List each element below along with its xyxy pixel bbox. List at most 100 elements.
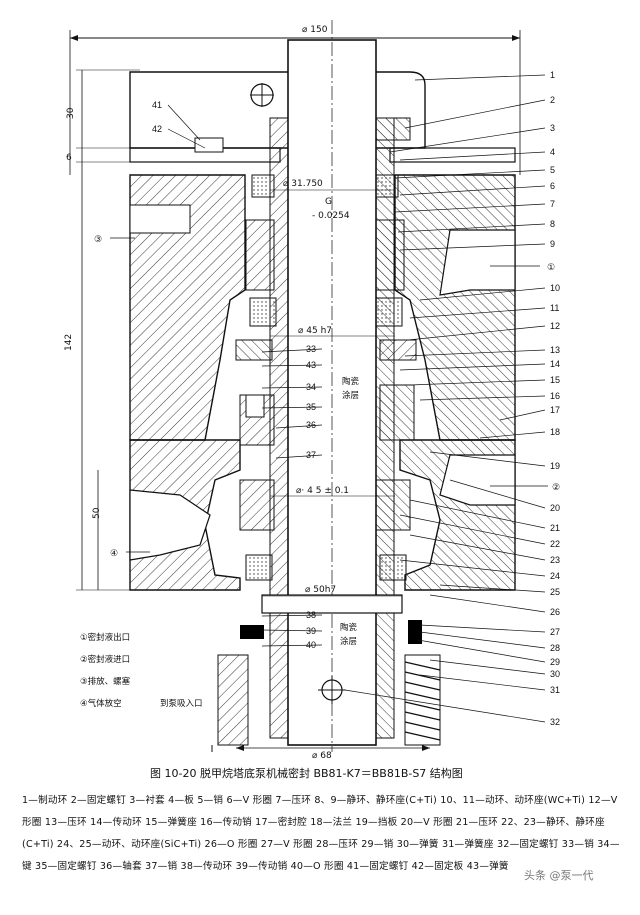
callout-leader-line (275, 424, 323, 429)
callout-leader-line (429, 659, 546, 675)
seal-housing (129, 71, 516, 591)
dim-tol-g: G (325, 197, 332, 207)
callout-leader-line (404, 99, 546, 129)
callout-number: 23 (550, 555, 560, 565)
callout-leader-line (261, 644, 323, 647)
coating-label: 涂层 (342, 390, 359, 401)
top-dimension: ⌀ 150 (69, 25, 521, 175)
callout-number: 30 (550, 669, 560, 679)
callout-leader-line (429, 451, 546, 467)
dim-45-tol: ⌀· 4 5 ± 0.1 (296, 486, 349, 496)
dim-30: 30 (66, 107, 76, 119)
callout-leader-line (419, 624, 546, 633)
callout-leader-line (399, 185, 546, 196)
dim-shaft-31750: ⌀ 31.750 (283, 179, 323, 189)
figure-caption-title: 图 10-20 脱甲烷塔底泵机械密封 BB81-K7＝BB81B-S7 结构图 (150, 767, 463, 780)
callout-leader-line (394, 203, 546, 213)
callout-number: 6 (550, 181, 555, 191)
callout-number: 16 (550, 391, 560, 401)
callout-number: 21 (550, 523, 560, 533)
callout-number: 38 (306, 610, 316, 620)
callout-leader-line (409, 379, 546, 386)
callout-number: 41 (152, 100, 162, 110)
callout-number: 14 (550, 359, 560, 369)
callout-number: 15 (550, 375, 560, 385)
callout-leader-line (261, 629, 323, 632)
callout-number: 34 (306, 382, 316, 392)
port-mark-4: ④ (110, 548, 118, 558)
callout-leader-line (479, 431, 546, 439)
callout-leader-line (394, 169, 546, 179)
port-mark-2: ② (552, 482, 560, 492)
callout-leader-line (419, 631, 546, 649)
dim-50h7: ⌀ 50h7 (305, 585, 336, 595)
callout-number: 27 (550, 627, 560, 637)
legend-item: ③排放、螺塞 (80, 676, 131, 687)
callout-number: 37 (306, 450, 316, 460)
callout-number: 12 (550, 321, 560, 331)
callout-number: 11 (550, 303, 559, 313)
dim-6: 6 (66, 153, 72, 163)
right-callouts: 1234567891011121314151617181920212223242… (550, 70, 560, 727)
dim-tol-minus: - 0.0254 (312, 211, 350, 221)
callout-number: 20 (550, 503, 560, 513)
callout-leader-line (409, 307, 546, 319)
callout-leader-line (409, 534, 546, 561)
callout-leader-line (429, 594, 546, 613)
callout-number: 42 (152, 124, 162, 134)
coating-label: 涂层 (340, 636, 357, 647)
callout-leader-line (399, 363, 546, 371)
callout-number: 26 (550, 607, 560, 617)
shaft-dimensions: ⌀ 31.750 G - 0.0254 ⌀ 45 h7 ⌀· 4 5 ± 0.1… (236, 179, 430, 760)
callout-leader-line (409, 499, 546, 529)
callout-leader-line (399, 514, 546, 545)
callout-leader-line (397, 223, 546, 233)
legend-item: ②密封液进口 (80, 654, 130, 665)
left-dimensions: 30 6 142 50 (64, 69, 180, 591)
callout-number: 31 (550, 685, 560, 695)
callout-number: 3 (550, 123, 555, 133)
callout-number: 5 (550, 165, 555, 175)
callout-leader-line (261, 386, 323, 389)
callout-number: 22 (550, 539, 560, 549)
coating-label: 陶瓷 (342, 376, 360, 387)
callout-number: 7 (550, 199, 555, 209)
callout-number: 10 (550, 283, 560, 293)
callout-number: 1 (550, 70, 555, 80)
port-marks: ① ② ③ ④ (94, 234, 560, 558)
callout-leader-line (419, 395, 546, 401)
callout-leader-line (344, 689, 546, 723)
dim-45h7: ⌀ 45 h7 (298, 326, 332, 336)
callout-leader-line (419, 674, 546, 691)
callout-number: 4 (550, 147, 555, 157)
callout-number: 35 (306, 402, 316, 412)
callout-leader-line (449, 479, 546, 509)
callout-number: 39 (306, 626, 316, 636)
callout-leader-line (261, 364, 323, 367)
port-legend: ①密封液出口 ②密封液进口 ③排放、螺塞 ④气体放空 到泵吸入口 (80, 632, 203, 709)
callout-number: 19 (550, 461, 560, 471)
callout-leader-line (417, 639, 546, 663)
legend-item: 到泵吸入口 (160, 699, 203, 709)
callout-number: 2 (550, 95, 555, 105)
callout-number: 17 (550, 405, 560, 415)
callout-leader-line (419, 287, 546, 301)
callout-number: 40 (306, 640, 316, 650)
figure-caption-body: 1—制动环 2—固定螺钉 3—衬套 4—板 5—销 6—V 形圈 7—压环 8、… (22, 795, 620, 872)
callout-leader-line (261, 348, 323, 353)
callout-number: 24 (550, 571, 560, 581)
callout-number: 33 (306, 344, 316, 354)
right-callout-leaders (344, 74, 546, 723)
callout-leader-line (399, 243, 546, 251)
spring-coil (404, 654, 441, 746)
callout-leader-line (275, 454, 323, 459)
callout-number: 8 (550, 219, 555, 229)
callout-leader-line (399, 559, 546, 577)
callout-leader-line (499, 409, 546, 421)
callout-number: 13 (550, 345, 560, 355)
callout-number: 32 (550, 717, 560, 727)
callout-leader-line (167, 128, 206, 149)
callout-number: 29 (550, 657, 560, 667)
callout-number: 25 (550, 587, 560, 597)
